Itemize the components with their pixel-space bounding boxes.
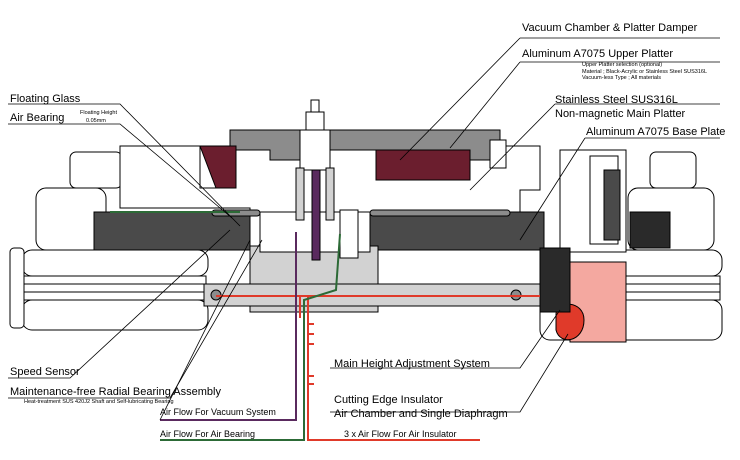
floating-height-label-1: Floating Height [80,110,117,116]
speed-sensor-label: Speed Sensor [10,366,80,378]
radial-bearing-note: Heat-treatment SUS 420J2 Shaft and Self-… [24,399,174,405]
upper-platter-note-line-2: Material ; Black-Acrylic or Stainless St… [582,68,708,75]
upper-platter-note-line-3: Vacuum-less Type ; All materials [582,75,661,82]
upper-platter-note-line-1: Upper Platter selection (optional) [582,62,663,68]
floating-height-label-2: 0.05mm [86,118,106,124]
upper-platter [199,129,507,189]
air-flow-bearing-label: Air Flow For Air Bearing [160,429,256,439]
air-flow-lines [110,211,540,441]
height-adjust-label: Main Height Adjustment System [334,358,490,370]
cutting-edge-label-2: Air Chamber and Single Diaphragm [334,408,508,420]
air-flow-vacuum-label: Air Flow For Vacuum System [160,407,276,417]
cutting-edge-insulator [539,149,627,343]
radial-bearing-label: Maintenance-free Radial Bearing Assembly [10,386,221,398]
air-flow-insulator-label: 3 x Air Flow For Air Insulator [344,429,457,439]
left-base-block [35,151,251,251]
air-bearing-label: Air Bearing [10,112,65,124]
upper-platter-label: Aluminum A7075 Upper Platter [522,48,674,60]
right-base-block [363,151,715,251]
main-platter-label-1: Stainless Steel SUS316L [555,94,678,106]
floating-glass-label: Floating Glass [10,93,81,105]
cutting-edge-label-1: Cutting Edge Insulator [334,394,443,406]
leader-lines [8,37,720,421]
left-foot [9,247,209,331]
main-platter-label-2: Non-magnetic Main Platter [555,108,686,120]
upper-platter-note: Upper Platter selection (optional) Mater… [582,62,707,82]
base-plate-label: Aluminum A7075 Base Plate [586,126,726,138]
vacuum-chamber-label: Vacuum Chamber & Platter Damper [522,22,698,34]
